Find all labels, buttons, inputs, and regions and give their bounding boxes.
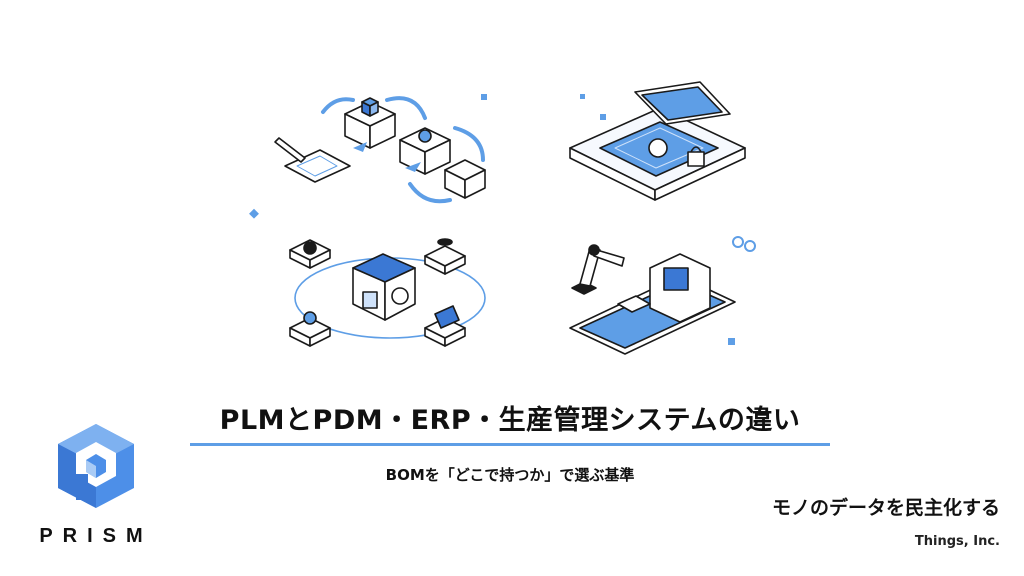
slide-title: PLMとPDM・ERP・生産管理システムの違い [219,405,801,436]
design-to-product-flow-icon [249,94,487,219]
company-name: Things, Inc. [914,534,1000,549]
logo-text: PRISM [39,525,153,547]
tagline: モノのデータを民主化する [771,497,1000,519]
robot-arm-production-line-icon [569,236,756,355]
factory-supply-network-icon [289,238,486,347]
blueprint-tablet-lock-icon [569,81,746,201]
title-underline [190,443,830,446]
prism-cube-logo-icon [58,424,134,508]
slide-subtitle: BOMを「どこで持つか」で選ぶ基準 [385,466,635,484]
